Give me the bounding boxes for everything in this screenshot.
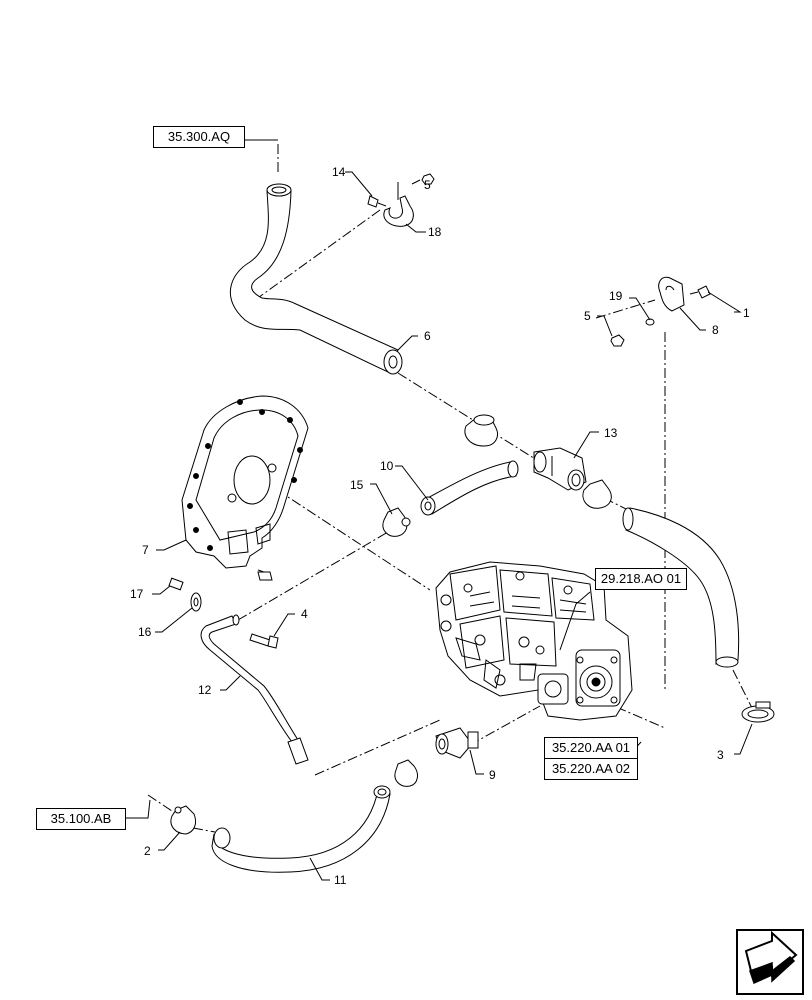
bolt-part-14 — [367, 195, 387, 208]
next-page-arrow-icon — [744, 930, 798, 985]
callout-2: 2 — [144, 844, 151, 858]
callout-16: 16 — [138, 625, 152, 639]
hose-part-10 — [420, 460, 519, 516]
tube-part-12 — [200, 614, 309, 765]
callout-8: 8 — [712, 323, 719, 337]
ref-box-29-218-ao-01[interactable]: 29.218.AO 01 — [595, 568, 687, 590]
callout-4: 4 — [301, 607, 308, 621]
callout-5-right: 5 — [584, 309, 591, 323]
callout-10: 10 — [380, 459, 394, 473]
bolt-part-4 — [249, 633, 279, 649]
callout-numbers: 1 2 3 4 5 5 6 7 8 9 10 11 12 13 14 15 16… — [130, 165, 750, 887]
callout-1: 1 — [743, 306, 750, 320]
clamp-small-upper — [464, 414, 498, 447]
callout-15: 15 — [350, 478, 364, 492]
screw-part-1 — [689, 285, 711, 299]
clamp-part-2 — [170, 805, 197, 835]
clamp-part-3 — [741, 701, 775, 723]
callout-3: 3 — [717, 748, 724, 762]
tee-part-13 — [533, 447, 587, 491]
callout-17: 17 — [130, 587, 144, 601]
callout-18: 18 — [428, 225, 442, 239]
callout-5-top: 5 — [424, 178, 431, 192]
fitting-part-17 — [168, 577, 184, 591]
ref-box-35-300-aq[interactable]: 35.300.AQ — [153, 126, 245, 148]
ref-box-35-220-aa-01[interactable]: 35.220.AA 01 — [544, 737, 638, 759]
adapter-plate-part-7 — [181, 395, 309, 569]
center-lines — [147, 144, 753, 833]
clip-part-18 — [383, 182, 414, 227]
washer-part-16 — [190, 592, 202, 612]
next-page-button[interactable] — [736, 929, 804, 995]
clamp-part-8 — [658, 276, 685, 312]
nut-part-5-top — [421, 173, 435, 185]
callout-13: 13 — [604, 426, 618, 440]
nut-part-5-right — [610, 334, 625, 347]
clamp-part-15 — [382, 507, 411, 537]
callout-14: 14 — [332, 165, 346, 179]
clamp-lower-middle — [394, 759, 418, 787]
hose-right — [622, 507, 740, 668]
leader-lines — [126, 139, 753, 881]
clamp-right-hose — [582, 479, 612, 509]
washer-part-19 — [645, 318, 655, 326]
callout-11: 11 — [334, 873, 347, 887]
hose-part-6 — [229, 183, 403, 375]
callout-6: 6 — [424, 329, 431, 343]
callout-19: 19 — [609, 289, 623, 303]
hose-part-11 — [211, 785, 391, 873]
callout-7: 7 — [142, 543, 149, 557]
callout-12: 12 — [198, 683, 212, 697]
bolt-under-plate — [257, 571, 273, 581]
callout-9: 9 — [489, 768, 496, 782]
ref-box-35-100-ab[interactable]: 35.100.AB — [36, 808, 126, 830]
ref-box-35-220-aa-02[interactable]: 35.220.AA 02 — [544, 758, 638, 780]
hydraulic-pump-assembly — [435, 561, 633, 721]
elbow-part-9 — [435, 727, 479, 759]
